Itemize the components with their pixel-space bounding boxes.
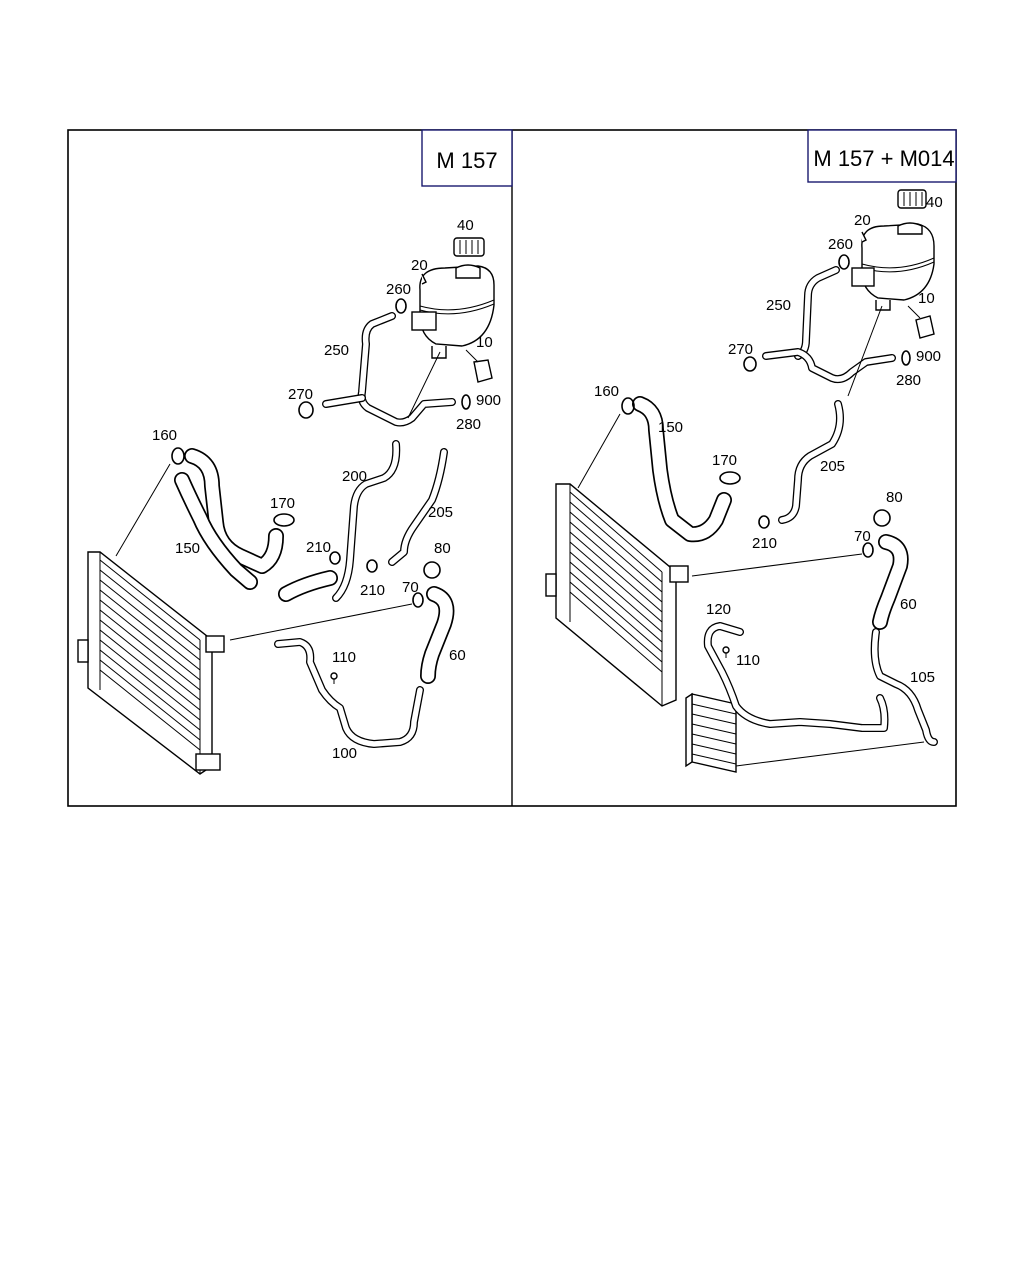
ring-80-right (873, 509, 891, 527)
label-70-right: 70 (854, 528, 871, 545)
ring-160-right (621, 397, 635, 415)
label-170-right: 170 (712, 452, 737, 469)
label-280-right: 280 (896, 372, 921, 389)
ring-260-right (838, 254, 850, 270)
tank-cap-left (453, 237, 485, 257)
hose-100-left (274, 638, 424, 748)
label-60-left: 60 (449, 647, 466, 664)
radiator-right (545, 483, 689, 707)
ring-210a-left (329, 551, 341, 565)
ring-900-left (461, 394, 471, 410)
label-270-right: 270 (728, 341, 753, 358)
label-80-left: 80 (434, 540, 451, 557)
label-170-left: 170 (270, 495, 295, 512)
ring-270-left (298, 401, 314, 419)
hose-250-left (322, 312, 456, 427)
label-10-left: 10 (476, 334, 493, 351)
label-60-right: 60 (900, 596, 917, 613)
hose-205-left (388, 448, 448, 566)
ring-170-right (719, 471, 741, 485)
hose-60-right (872, 534, 909, 630)
sensor-10-right (907, 305, 935, 339)
label-110-left: 110 (332, 649, 356, 666)
panel-title-right: M 157 + M014 (813, 146, 954, 171)
label-900-left: 900 (476, 392, 501, 409)
label-210a-left: 210 (306, 539, 331, 556)
hose-150-left (174, 448, 284, 590)
ring-70-right (862, 542, 874, 558)
hose-120-right (703, 622, 889, 732)
expansion-tank-left (411, 264, 495, 359)
leader-tank-left (407, 351, 441, 419)
title-box-left: M 157 (421, 129, 513, 187)
label-20-right: 20 (854, 212, 871, 229)
radiator-left (77, 551, 225, 775)
sensor-10-left (465, 349, 493, 383)
ring-70-left (412, 592, 424, 608)
label-120-right: 120 (706, 601, 731, 618)
labels-right: 40 20 260 10 250 270 900 280 160 150 170… (594, 194, 943, 686)
ring-210-right (758, 515, 770, 529)
ring-80-left (423, 561, 441, 579)
ring-900-right (901, 350, 911, 366)
label-10-right: 10 (918, 290, 935, 307)
label-260-left: 260 (386, 281, 411, 298)
label-250-left: 250 (324, 342, 349, 359)
hose-200-left (278, 440, 401, 602)
panel-title-left: M 157 (436, 148, 497, 173)
leader-tank-right (847, 305, 883, 397)
expansion-tank-right (851, 222, 935, 311)
label-80-right: 80 (886, 489, 903, 506)
heater-core-right (685, 692, 737, 773)
hose-205-right (778, 400, 844, 524)
leader-radiator-left (115, 463, 171, 557)
label-205-right: 205 (820, 458, 845, 475)
labels-left: 40 20 260 10 250 270 900 280 160 170 200… (152, 217, 501, 762)
title-box-right: M 157 + M014 (807, 129, 957, 183)
ring-270-right (743, 356, 757, 372)
leader-outlet-left (229, 603, 413, 641)
clip-20-right (861, 231, 867, 243)
screw-110-left (330, 672, 338, 684)
label-100-left: 100 (332, 745, 357, 762)
label-70-left: 70 (402, 579, 419, 596)
leader-heater-right (735, 741, 925, 767)
label-160-right: 160 (594, 383, 619, 400)
label-20-left: 20 (411, 257, 428, 274)
tank-cap-right (897, 189, 927, 209)
leader-radiator-right (577, 413, 621, 489)
ring-170-left (273, 513, 295, 527)
label-205-left: 205 (428, 504, 453, 521)
label-150-left: 150 (175, 540, 200, 557)
label-900-right: 900 (916, 348, 941, 365)
ring-210b-left (366, 559, 378, 573)
screw-110-right (722, 646, 730, 658)
ring-160-left (171, 447, 185, 465)
ring-260-left (395, 298, 407, 314)
label-250-right: 250 (766, 297, 791, 314)
label-260-right: 260 (828, 236, 853, 253)
label-105-right: 105 (910, 669, 935, 686)
label-210-right: 210 (752, 535, 777, 552)
clip-20-left (421, 273, 427, 285)
label-210b-left: 210 (360, 582, 385, 599)
hose-250-right (762, 266, 896, 384)
label-40-left: 40 (457, 217, 474, 234)
label-110-right: 110 (736, 652, 760, 669)
label-40-right: 40 (926, 194, 943, 211)
hose-105-right (870, 628, 938, 746)
leader-outlet-right (691, 553, 863, 577)
label-150-right: 150 (658, 419, 683, 436)
label-200-left: 200 (342, 468, 367, 485)
hose-150-right (632, 396, 732, 543)
label-160-left: 160 (152, 427, 177, 444)
label-270-left: 270 (288, 386, 313, 403)
label-280-left: 280 (456, 416, 481, 433)
hose-60-left (420, 586, 455, 684)
